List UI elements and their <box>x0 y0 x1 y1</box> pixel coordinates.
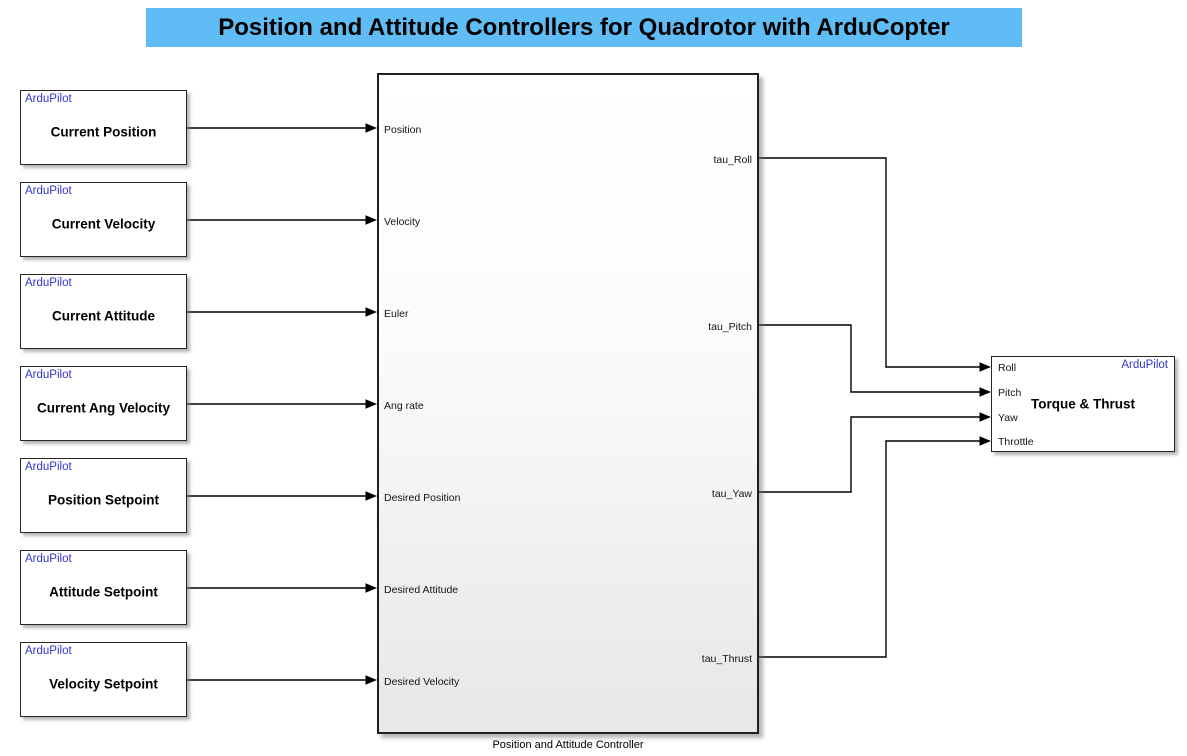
ardupilot-tag: ArduPilot <box>25 185 72 197</box>
input-port-label: Pitch <box>998 386 1022 399</box>
ardupilot-tag: ArduPilot <box>25 93 72 105</box>
output-port-label: tau_Thrust <box>701 652 752 665</box>
block-title: Current Velocity <box>51 216 156 231</box>
ardupilot-tag: ArduPilot <box>25 369 72 381</box>
output-port-label: tau_Roll <box>713 153 752 166</box>
input-port-label: Euler <box>384 307 409 320</box>
block-title: Torque & Thrust <box>1031 396 1135 412</box>
block-attitude-setpoint[interactable]: ArduPilot Attitude Setpoint <box>20 550 187 625</box>
block-title: Current Position <box>50 124 157 139</box>
input-port-label: Desired Attitude <box>384 583 459 596</box>
ardupilot-tag: ArduPilot <box>25 461 72 473</box>
output-port-label: tau_Yaw <box>711 487 752 500</box>
block-name-caption[interactable]: Position and Attitude Controller <box>492 739 644 751</box>
block-velocity-setpoint[interactable]: ArduPilot Velocity Setpoint <box>20 642 187 717</box>
wire-tau-yaw[interactable] <box>759 416 980 493</box>
input-port-label: Roll <box>998 361 1017 374</box>
wire-tau-thrust[interactable] <box>759 440 980 658</box>
input-port-label: Position <box>384 123 422 136</box>
input-port-label: Throttle <box>998 435 1034 448</box>
title-annotation[interactable]: Position and Attitude Controllers for Qu… <box>146 8 1022 47</box>
block-title: Attitude Setpoint <box>49 584 158 599</box>
input-port-label: Yaw <box>998 411 1018 424</box>
wire-tau-pitch[interactable] <box>759 324 980 393</box>
ardupilot-tag: ArduPilot <box>1121 359 1168 371</box>
block-current-velocity[interactable]: ArduPilot Current Velocity <box>20 182 187 257</box>
block-title: Current Ang Velocity <box>36 400 171 415</box>
block-current-position[interactable]: ArduPilot Current Position <box>20 90 187 165</box>
ardupilot-tag: ArduPilot <box>25 553 72 565</box>
block-title: Velocity Setpoint <box>49 676 158 691</box>
block-position-attitude-controller[interactable]: Position Velocity Euler Ang rate Desired… <box>377 73 759 734</box>
ardupilot-tag: ArduPilot <box>25 277 72 289</box>
input-port-label: Desired Velocity <box>384 675 460 688</box>
block-current-ang-velocity[interactable]: ArduPilot Current Ang Velocity <box>20 366 187 441</box>
block-title: Current Attitude <box>52 308 155 323</box>
output-port-label: tau_Pitch <box>708 320 752 333</box>
input-port-label: Velocity <box>384 215 421 228</box>
input-port-label: Desired Position <box>384 491 461 504</box>
ardupilot-tag: ArduPilot <box>25 645 72 657</box>
wire-tau-roll[interactable] <box>759 157 980 368</box>
block-position-setpoint[interactable]: ArduPilot Position Setpoint <box>20 458 187 533</box>
input-port-label: Ang rate <box>384 399 424 412</box>
block-torque-thrust[interactable]: ArduPilot Torque & Thrust Roll Pitch Yaw… <box>991 356 1175 452</box>
block-current-attitude[interactable]: ArduPilot Current Attitude <box>20 274 187 349</box>
block-title: Position Setpoint <box>48 492 159 507</box>
